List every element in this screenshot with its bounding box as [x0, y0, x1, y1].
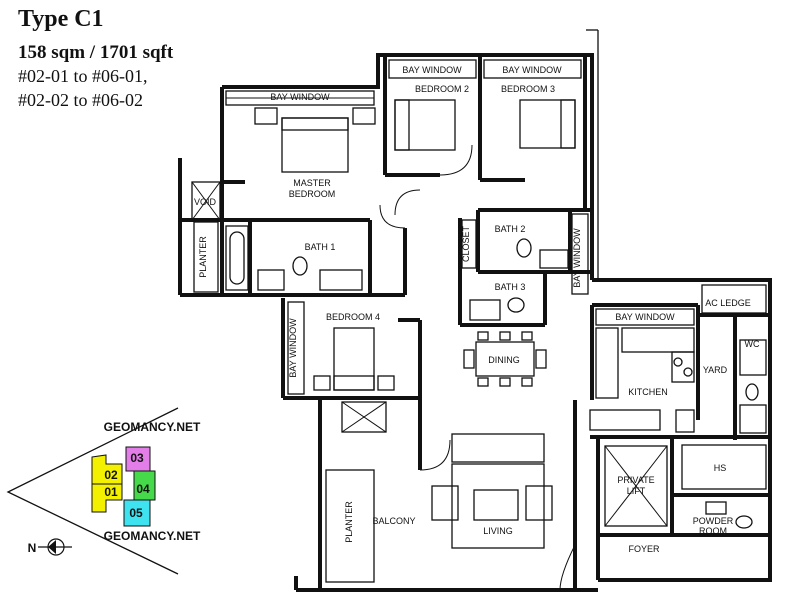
site-outline — [6, 407, 179, 575]
label-bedroom-3: BEDROOM 3 — [501, 84, 555, 94]
watermark-top: GEOMANCY.NET — [104, 420, 201, 434]
label-bath-2: BATH 2 — [495, 224, 526, 234]
plan-area: 158 sqm / 1701 sqft — [18, 42, 174, 63]
block-05 — [123, 499, 151, 527]
block-04 — [133, 470, 156, 501]
label-closet: CLOSET — [461, 225, 471, 262]
label-dining: DINING — [488, 355, 520, 365]
label-ac-ledge: AC LEDGE — [705, 298, 751, 308]
label-bay-window-kitchen: BAY WINDOW — [615, 312, 675, 322]
label-powder-room-line-1: POWDER — [693, 516, 734, 526]
label-wc: WC — [745, 339, 760, 349]
label-bath-3: BATH 3 — [495, 282, 526, 292]
block-label-03: 03 — [130, 451, 144, 465]
label-planter-left: PLANTER — [198, 236, 208, 278]
label-master-bedroom-line-2: BEDROOM — [289, 189, 336, 199]
block-label-01: 01 — [104, 485, 118, 499]
block-01 — [91, 483, 123, 513]
label-yard: YARD — [703, 365, 728, 375]
label-bedroom-2: BEDROOM 2 — [415, 84, 469, 94]
unit-numbers-line-2: #02-02 to #06-02 — [18, 90, 143, 110]
label-private-lift-line-1: PRIVATE — [617, 475, 654, 485]
block-label-04: 04 — [136, 482, 150, 496]
label-planter-bottom: PLANTER — [344, 501, 354, 543]
label-bath-1: BATH 1 — [305, 242, 336, 252]
label-bay-window-vertical-left: BAY WINDOW — [288, 318, 298, 378]
unit-numbers-line-1: #02-01 to #06-01, — [18, 66, 148, 86]
label-void: VOID — [194, 197, 217, 207]
label-bay-window-master: BAY WINDOW — [270, 92, 330, 102]
label-balcony: BALCONY — [372, 516, 415, 526]
label-hs: HS — [714, 463, 727, 473]
label-powder-room-line-2: ROOM — [699, 526, 727, 536]
label-bedroom-4: BEDROOM 4 — [326, 312, 380, 322]
label-kitchen: KITCHEN — [628, 387, 668, 397]
label-private-lift-line-2: LIFT — [627, 486, 646, 496]
label-living: LIVING — [483, 526, 513, 536]
windows-and-fixtures — [191, 29, 767, 591]
label-foyer: FOYER — [628, 544, 660, 554]
plan-title: Type C1 — [18, 6, 104, 32]
watermark-bottom: GEOMANCY.NET — [104, 529, 201, 543]
label-master-bedroom-line-1: MASTER — [293, 178, 331, 188]
dining-chairs — [463, 331, 547, 387]
block-label-05: 05 — [129, 506, 143, 520]
walls — [178, 53, 772, 592]
block-label-02: 02 — [104, 468, 118, 482]
label-bay-window-bedroom-2: BAY WINDOW — [402, 65, 462, 75]
north-label: N — [28, 541, 37, 555]
north-arrow-icon: N — [28, 538, 72, 556]
label-bay-window-bedroom-3: BAY WINDOW — [502, 65, 562, 75]
label-bay-window-vertical-right: BAY WINDOW — [572, 228, 582, 288]
room-labels: BAY WINDOW BAY WINDOW BAY WINDOW BEDROOM… — [194, 65, 760, 554]
key-plan: GEOMANCY.NET GEOMANCY.NET 03 02 01 04 05… — [6, 407, 201, 575]
